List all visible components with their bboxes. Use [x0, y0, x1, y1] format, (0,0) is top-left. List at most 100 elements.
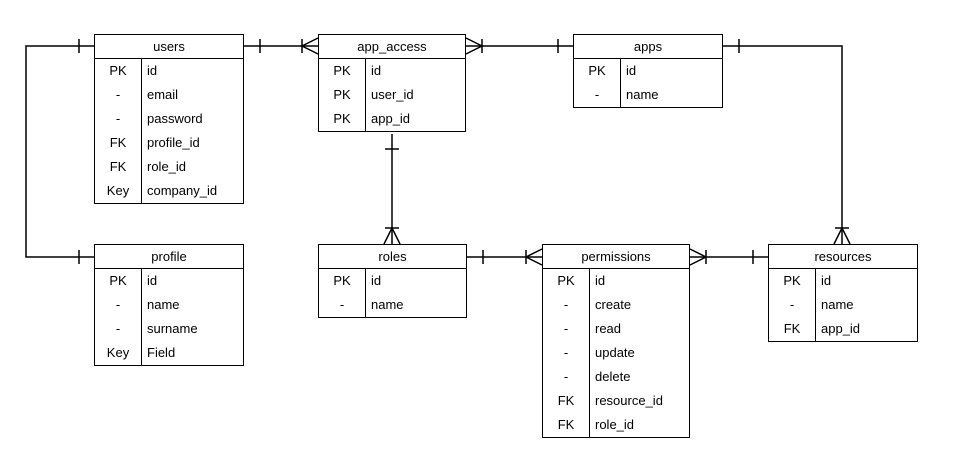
table-row: -name [574, 83, 722, 107]
rel-app-access-roles [383, 134, 401, 245]
key-cell: FK [95, 155, 142, 179]
table-row: -name [95, 293, 243, 317]
key-cell: - [543, 365, 590, 389]
field-cell: id [147, 273, 158, 288]
table-roles[interactable]: roles PK id -name [318, 244, 467, 318]
field-cell: name [147, 297, 180, 312]
key-cell: - [95, 83, 142, 107]
table-apps[interactable]: apps PK id -name [573, 34, 723, 108]
key-cell: PK [543, 269, 590, 293]
field-cell: update [595, 345, 635, 360]
table-row: PK id [543, 269, 689, 293]
table-row: Key company_id [95, 179, 243, 203]
table-app-access[interactable]: app_access PK id PK user_id PK app_id [318, 34, 466, 132]
field-cell: resource_id [595, 393, 663, 408]
key-cell: PK [319, 269, 366, 293]
field-cell: role_id [147, 159, 187, 174]
table-row: FK profile_id [95, 131, 243, 155]
table-row: FK app_id [769, 317, 917, 341]
key-cell: - [543, 341, 590, 365]
field-cell: id [371, 273, 382, 288]
table-profile[interactable]: profile PK id -name -surname Key Field [94, 244, 244, 366]
field-cell: profile_id [147, 135, 200, 150]
field-cell: id [147, 63, 158, 78]
rel-users-profile [25, 39, 94, 264]
field-cell: role_id [595, 417, 635, 432]
key-cell: Key [95, 179, 142, 203]
table-title: users [95, 35, 243, 59]
field-cell: name [821, 297, 854, 312]
table-title: permissions [543, 245, 689, 269]
key-cell: PK [319, 83, 366, 107]
rel-apps-resources [723, 39, 851, 245]
key-cell: - [769, 293, 816, 317]
key-cell: - [95, 317, 142, 341]
table-row: FK role_id [95, 155, 243, 179]
table-title: resources [769, 245, 917, 269]
field-cell: password [147, 111, 203, 126]
table-row: -surname [95, 317, 243, 341]
table-row: Key Field [95, 341, 243, 365]
key-cell: PK [574, 59, 621, 83]
key-cell: FK [95, 131, 142, 155]
table-title: apps [574, 35, 722, 59]
table-title: profile [95, 245, 243, 269]
key-cell: - [319, 293, 366, 317]
field-cell: name [626, 87, 659, 102]
field-cell: surname [147, 321, 198, 336]
rel-permissions-resources [689, 248, 768, 266]
field-cell: name [371, 297, 404, 312]
key-cell: - [574, 83, 621, 107]
table-row: PK app_id [319, 107, 465, 131]
table-row: PK id [769, 269, 917, 293]
table-title: roles [319, 245, 466, 269]
key-cell: Key [95, 341, 142, 365]
table-row: PK id [319, 269, 466, 293]
field-cell: id [626, 63, 637, 78]
table-row: -email [95, 83, 243, 107]
key-cell: - [95, 107, 142, 131]
field-cell: Field [147, 345, 176, 360]
field-cell: id [821, 273, 832, 288]
key-cell: PK [769, 269, 816, 293]
field-cell: create [595, 297, 632, 312]
key-cell: - [543, 293, 590, 317]
table-title: app_access [319, 35, 465, 59]
field-cell: app_id [371, 111, 411, 126]
table-row: -read [543, 317, 689, 341]
key-cell: - [543, 317, 590, 341]
field-cell: user_id [371, 87, 414, 102]
table-row: -update [543, 341, 689, 365]
field-cell: email [147, 87, 179, 102]
field-cell: id [371, 63, 382, 78]
table-row: PK id [95, 59, 243, 83]
table-row: -name [319, 293, 466, 317]
rel-app-access-apps [465, 37, 573, 55]
key-cell: - [95, 293, 142, 317]
table-row: PK id [574, 59, 722, 83]
key-cell: PK [95, 59, 142, 83]
table-users[interactable]: users PK id -email -password FK profile_id… [94, 34, 244, 204]
field-cell: company_id [147, 183, 218, 198]
key-cell: FK [769, 317, 816, 341]
key-cell: PK [319, 59, 366, 83]
table-resources[interactable]: resources PK id -name FK app_id [768, 244, 918, 342]
table-row: PK id [95, 269, 243, 293]
rel-roles-permissions [467, 248, 543, 266]
table-row: FK resource_id [543, 389, 689, 413]
field-cell: delete [595, 369, 631, 384]
table-row: -create [543, 293, 689, 317]
field-cell: id [595, 273, 606, 288]
key-cell: PK [319, 107, 366, 131]
table-row: -name [769, 293, 917, 317]
table-row: PK user_id [319, 83, 465, 107]
key-cell: PK [95, 269, 142, 293]
table-row: -delete [543, 365, 689, 389]
key-cell: FK [543, 413, 590, 437]
field-cell: app_id [821, 321, 861, 336]
rel-users-app-access [244, 37, 319, 55]
key-cell: FK [543, 389, 590, 413]
table-row: -password [95, 107, 243, 131]
